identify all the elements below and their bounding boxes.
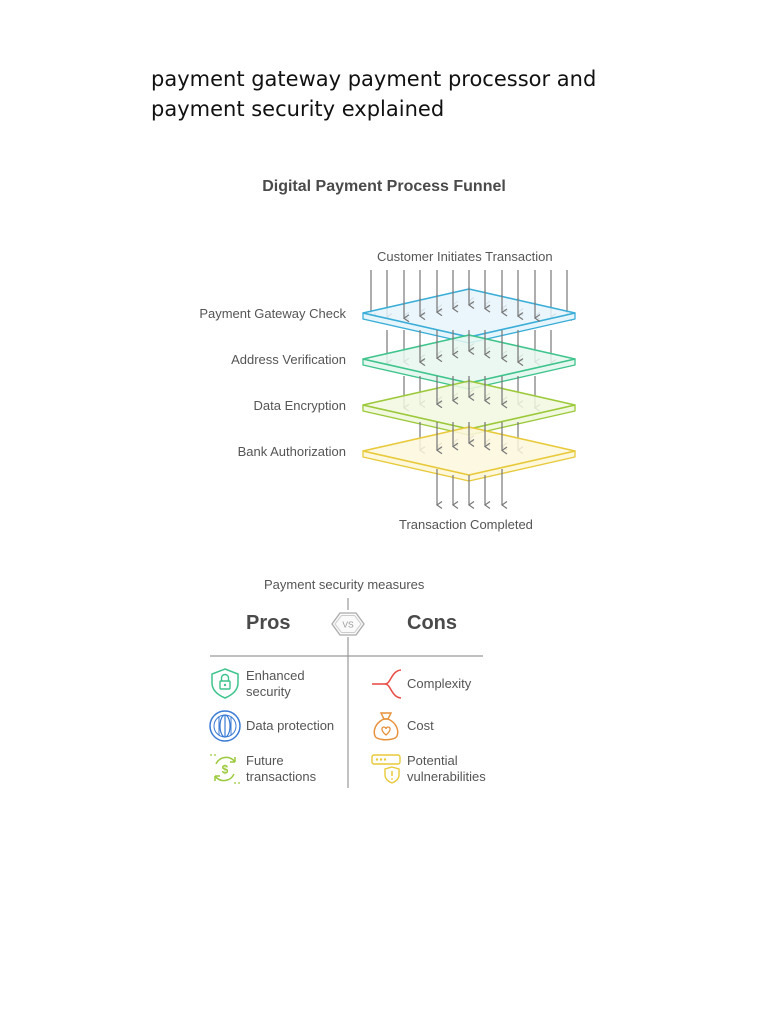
vs-label: VS bbox=[342, 620, 354, 630]
shield-lock-icon bbox=[208, 666, 242, 700]
cons-title: Cons bbox=[407, 612, 457, 634]
comparison-caption: Payment security measures bbox=[264, 577, 425, 592]
con-item-potential-vulnerabilities: Potential vulnerabilities bbox=[407, 753, 486, 784]
dollar-cycle-icon: $ bbox=[208, 752, 242, 786]
funnel-top-label: Customer Initiates Transaction bbox=[377, 249, 553, 264]
pro-item-data-protection: Data protection bbox=[246, 718, 335, 733]
funnel-layer-0 bbox=[362, 288, 576, 344]
stage-label-payment-gateway: Payment Gateway Check bbox=[199, 306, 346, 321]
pro-item-future-transactions: Future transactions bbox=[246, 753, 317, 784]
pros-title: Pros bbox=[246, 612, 291, 634]
con-item-complexity: Complexity bbox=[407, 676, 472, 691]
funnel-title: Digital Payment Process Funnel bbox=[262, 178, 506, 195]
stage-label-bank-authorization: Bank Authorization bbox=[237, 444, 346, 459]
password-warning-icon bbox=[369, 752, 403, 786]
globe-icon bbox=[208, 709, 242, 743]
funnel-bottom-label: Transaction Completed bbox=[399, 517, 533, 532]
page-title: payment gateway payment processor and pa… bbox=[151, 67, 597, 121]
svg-text:$: $ bbox=[222, 763, 229, 777]
stage-label-data-encryption: Data Encryption bbox=[253, 398, 347, 413]
con-item-cost: Cost bbox=[407, 718, 434, 733]
funnel-output-arrows bbox=[437, 469, 502, 505]
money-bag-icon bbox=[369, 709, 403, 743]
vs-icon: VS bbox=[331, 612, 365, 636]
pro-item-enhanced-security: Enhanced security bbox=[246, 668, 305, 699]
funnel-arrows-overlay bbox=[404, 287, 535, 450]
stage-label-address-verification: Address Verification bbox=[231, 352, 346, 367]
fork-icon bbox=[369, 667, 403, 701]
